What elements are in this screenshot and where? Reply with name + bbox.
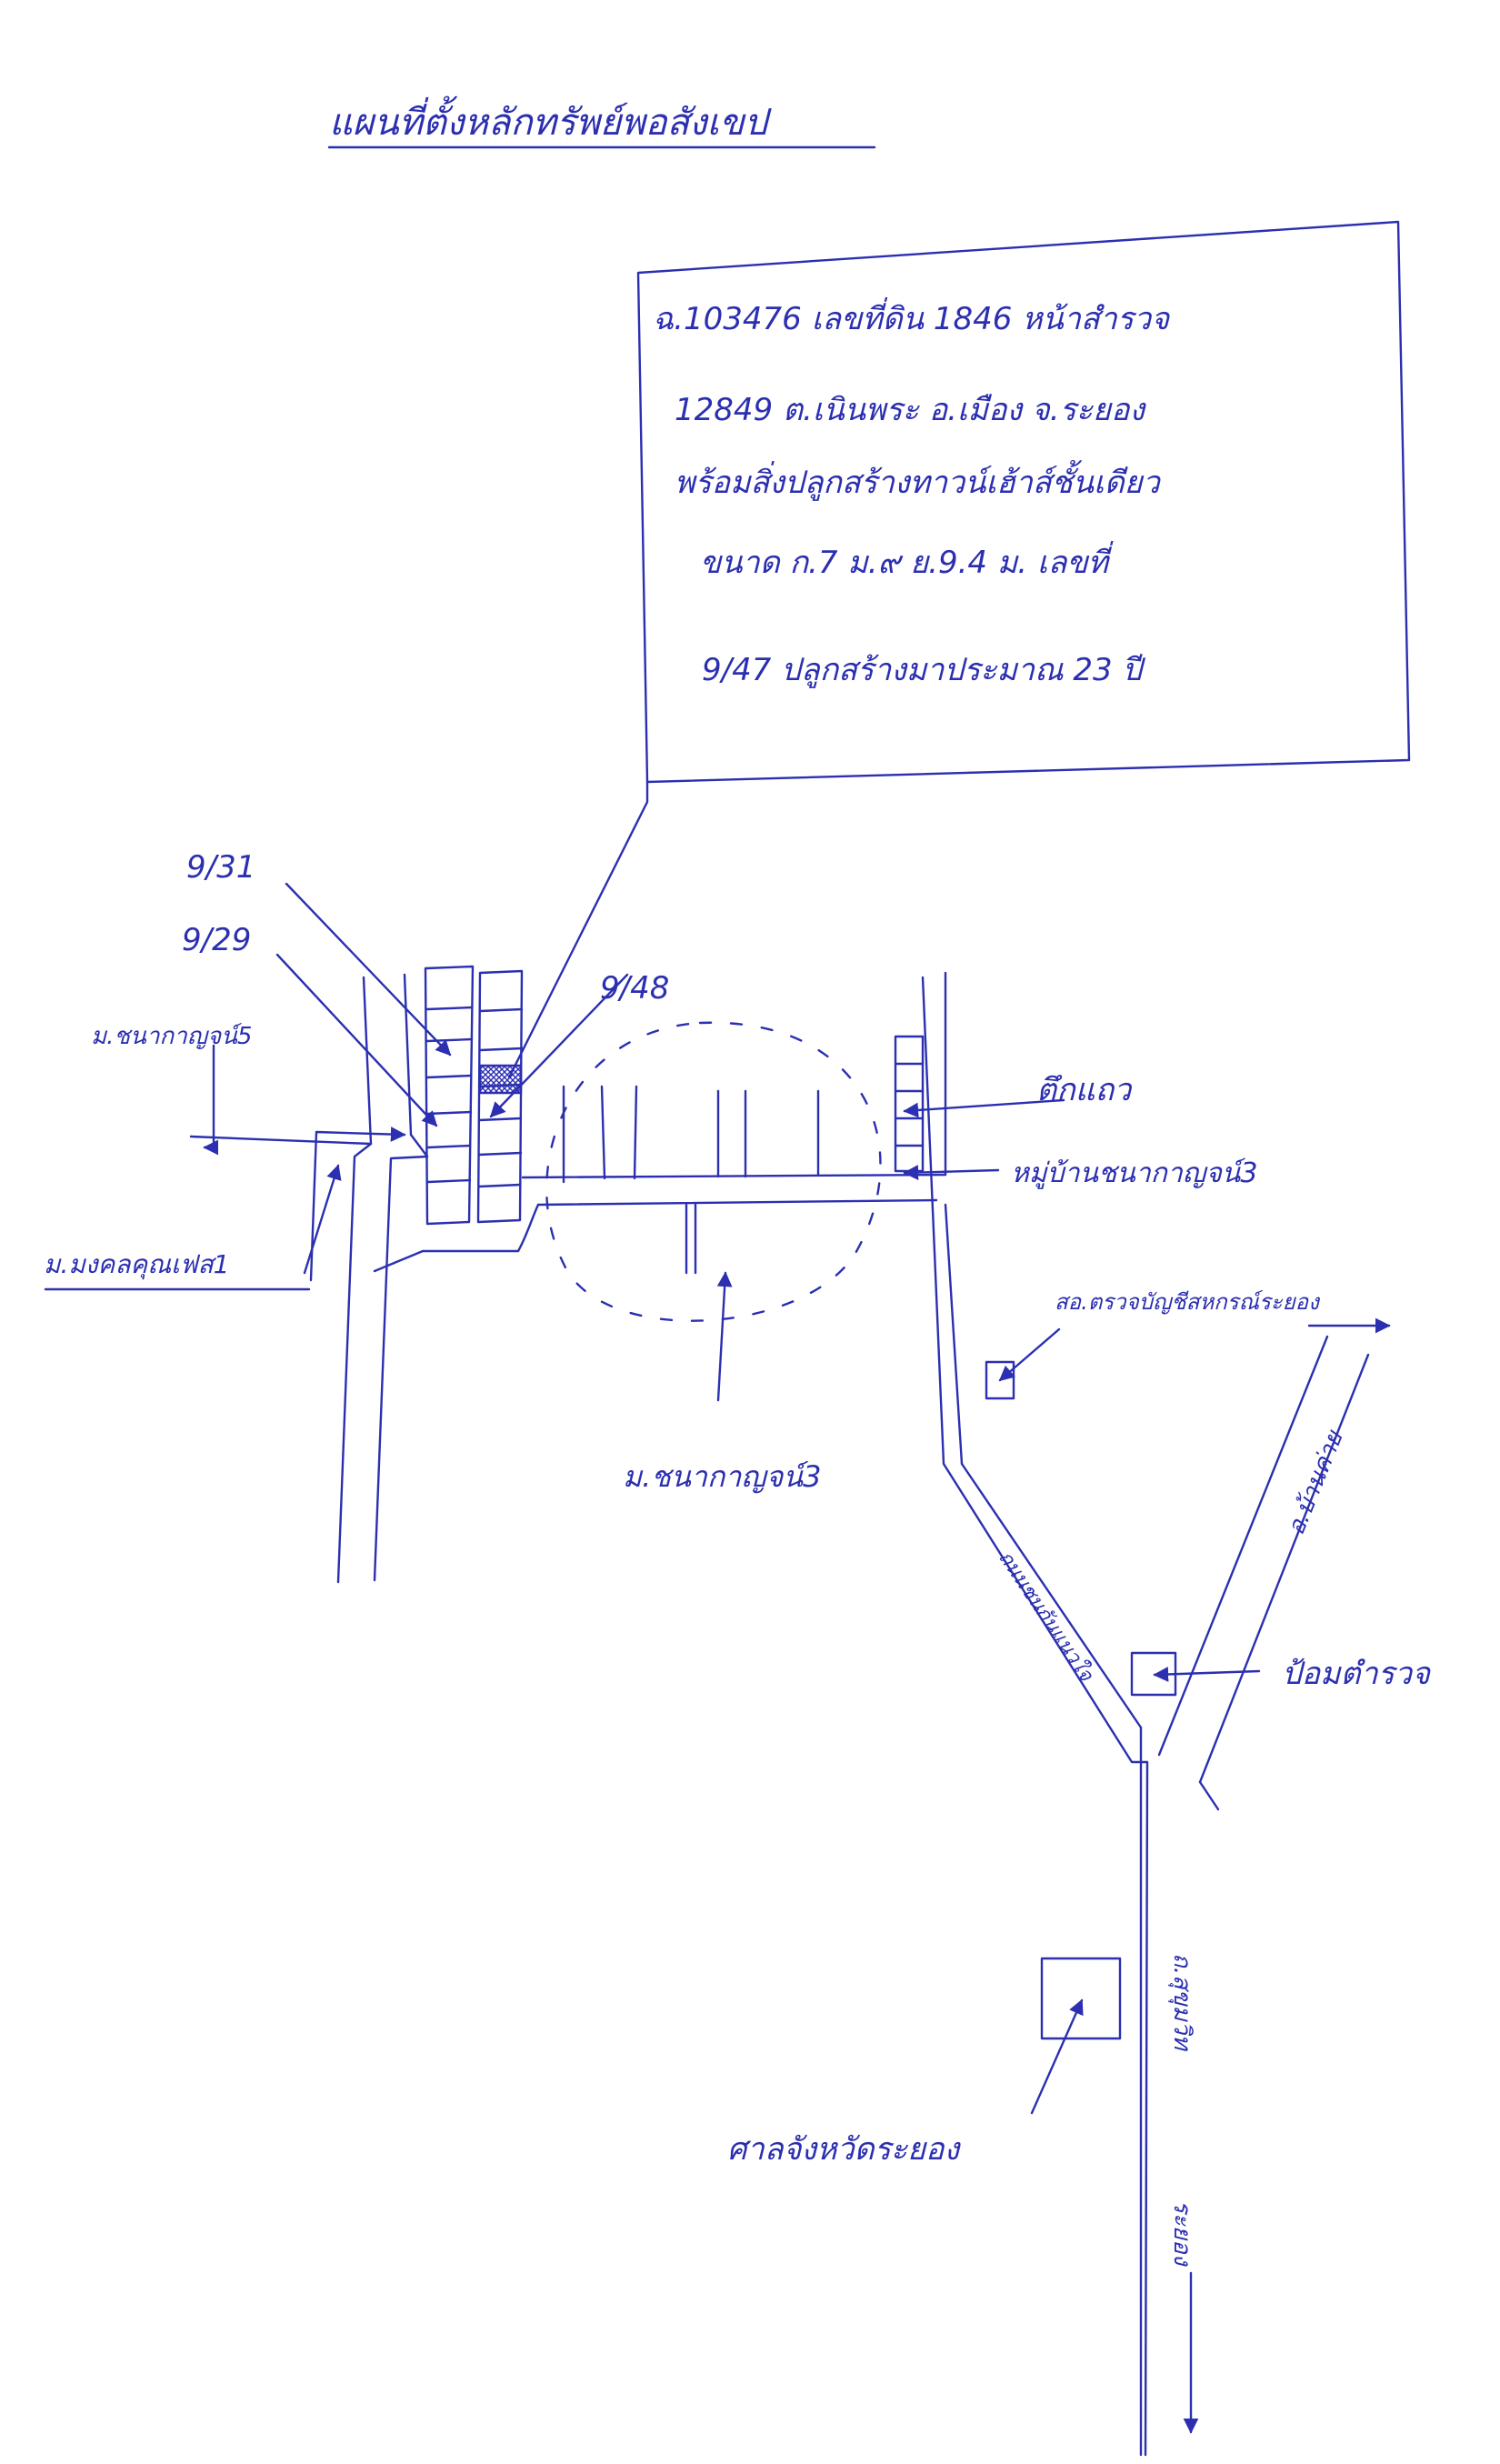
label-village-3: หมู่บ้านชนากาญจน์3 [1011,1157,1257,1189]
info-line-5: 9/47 ปลูกสร้างมาประมาณ 23 ปี [702,652,1145,688]
main-roads [921,976,1370,2457]
village-road [373,971,947,1275]
info-line-1: ฉ.103476 เลขที่ดิน 1846 หน้าสำรวจ [653,297,1171,337]
info-box: ฉ.103476 เลขที่ดิน 1846 หน้าสำรวจ 12849 … [507,220,1411,1079]
subject-plot-9-47 [478,1064,523,1095]
info-line-4: ขนาด ก.7 ม.๙ ย.9.4 ม. เลขที่ [700,541,1114,581]
label-house-9-29: 9/29 [182,922,251,958]
info-box-pointer [507,780,649,1079]
label-village-3-bottom: ม.ชนากาญจน์3 [623,1459,821,1494]
label-house-9-31: 9/31 [186,849,255,886]
map-title: แผนที่ตั้งหลักทรัพย์พอสังเขป [329,95,773,144]
provincial-court-building [1040,1957,1122,2040]
townhouse-row-left [424,965,524,1226]
label-provincial-court: ศาลจังหวัดระยอง [727,2131,961,2168]
label-to-rayong: ระยอง [1168,2200,1195,2268]
label-house-9-48: 9/48 [600,970,669,1007]
label-soi-chanakan5: ม.ชนากาญจน์5 [91,1023,252,1050]
label-road-left: ถนนชนกันแนวใจ [994,1547,1099,1687]
info-box-outline [636,220,1411,784]
label-sukhumvit: ถ.สุขุมวิท [1168,1953,1195,2051]
label-police-box: ป้อมตำรวจ [1282,1656,1432,1692]
label-cooperative: สอ.ตรวจบัญชีสหกรณ์ระยอง [1055,1289,1321,1315]
pointer-arrows [203,882,1391,2434]
label-to-ban-khai: อ.บ้านค่าย [1283,1427,1349,1539]
label-soi-mongkol: ม.มงคลคุณเฟส1 [44,1249,229,1280]
row-buildings-right [894,1035,925,1173]
info-line-2: 12849 ต.เนินพระ อ.เมือง จ.ระยอง [675,392,1146,428]
village-boundary [545,1021,882,1322]
info-line-3: พร้อมสิ่งปลูกสร้างทาวน์เฮ้าส์ชั้นเดียว [675,459,1162,501]
label-row-buildings: ตึกแถว [1036,1072,1133,1108]
left-soi-roads [189,973,429,1584]
